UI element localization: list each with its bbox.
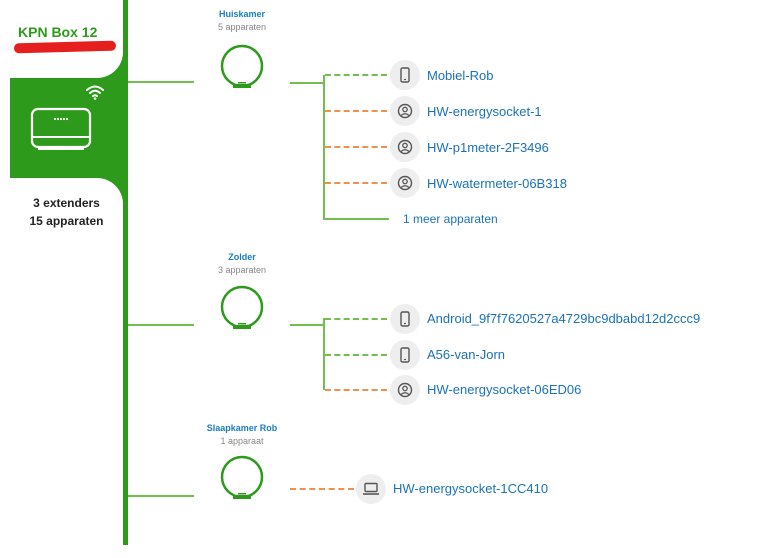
device-link[interactable]: Android_9f7f7620527a4729bc9dbabd12d2ccc9 xyxy=(427,311,701,326)
user-circle-icon xyxy=(397,103,413,119)
wifi-link xyxy=(325,182,387,184)
user-circle-icon xyxy=(397,382,413,398)
wired-link xyxy=(325,354,387,356)
wifi-link xyxy=(325,146,387,148)
device-count: 15 apparaten xyxy=(29,214,104,228)
device-icon-bg xyxy=(390,375,420,405)
extender-device-count: 5 apparaten xyxy=(217,22,267,32)
device-icon-bg xyxy=(390,304,420,334)
box-title[interactable]: KPN Box 12 xyxy=(18,24,98,40)
device-tree-line xyxy=(323,318,325,390)
network-backbone-line xyxy=(123,0,128,545)
extender-device-count: 3 apparaten xyxy=(217,265,267,275)
device-link[interactable]: HW-energysocket-1CC410 xyxy=(393,481,549,496)
extender-icon[interactable] xyxy=(219,44,265,90)
device-link[interactable]: A56-van-Jorn xyxy=(427,347,506,362)
device-icon-bg xyxy=(390,168,420,198)
wifi-link xyxy=(325,389,387,391)
wifi-link xyxy=(325,110,387,112)
user-circle-icon xyxy=(397,139,413,155)
wired-link xyxy=(325,318,387,320)
wifi-icon xyxy=(86,85,104,100)
laptop-icon xyxy=(363,482,379,495)
extender-uplink xyxy=(290,82,324,84)
device-link[interactable]: HW-watermeter-06B318 xyxy=(427,176,567,191)
phone-icon xyxy=(400,67,410,83)
device-icon-bg xyxy=(356,474,386,504)
device-link[interactable]: HW-p1meter-2F3496 xyxy=(427,140,549,155)
extender-icon[interactable] xyxy=(219,285,265,331)
more-devices-link[interactable]: 1 meer apparaten xyxy=(403,212,498,226)
device-icon-bg xyxy=(390,132,420,162)
more-devices-line xyxy=(323,218,389,220)
extender-name[interactable]: Slaapkamer Rob xyxy=(206,423,278,433)
backbone-branch xyxy=(128,324,194,326)
extender-device-count: 1 apparaat xyxy=(220,436,264,446)
device-link[interactable]: HW-energysocket-1 xyxy=(427,104,542,119)
extender-name[interactable]: Huiskamer xyxy=(218,9,266,19)
extender-name[interactable]: Zolder xyxy=(228,252,256,262)
extender-icon[interactable] xyxy=(219,455,265,501)
device-icon-bg xyxy=(390,60,420,90)
wifi-link xyxy=(290,488,354,490)
user-circle-icon xyxy=(397,175,413,191)
phone-icon xyxy=(400,311,410,327)
box-summary-area xyxy=(10,178,123,558)
device-tree-line xyxy=(323,75,325,220)
box-summary: 3 extenders 15 apparaten xyxy=(10,194,123,230)
backbone-branch xyxy=(128,495,194,497)
backbone-branch xyxy=(128,81,194,83)
box-header xyxy=(10,0,123,78)
router-icon[interactable] xyxy=(30,107,94,153)
device-icon-bg xyxy=(390,340,420,370)
device-icon-bg xyxy=(390,96,420,126)
phone-icon xyxy=(400,347,410,363)
device-link[interactable]: HW-energysocket-06ED06 xyxy=(427,382,582,397)
wired-link xyxy=(325,74,387,76)
extender-uplink xyxy=(290,324,324,326)
device-link[interactable]: Mobiel-Rob xyxy=(427,68,494,83)
extender-count: 3 extenders xyxy=(33,196,100,210)
